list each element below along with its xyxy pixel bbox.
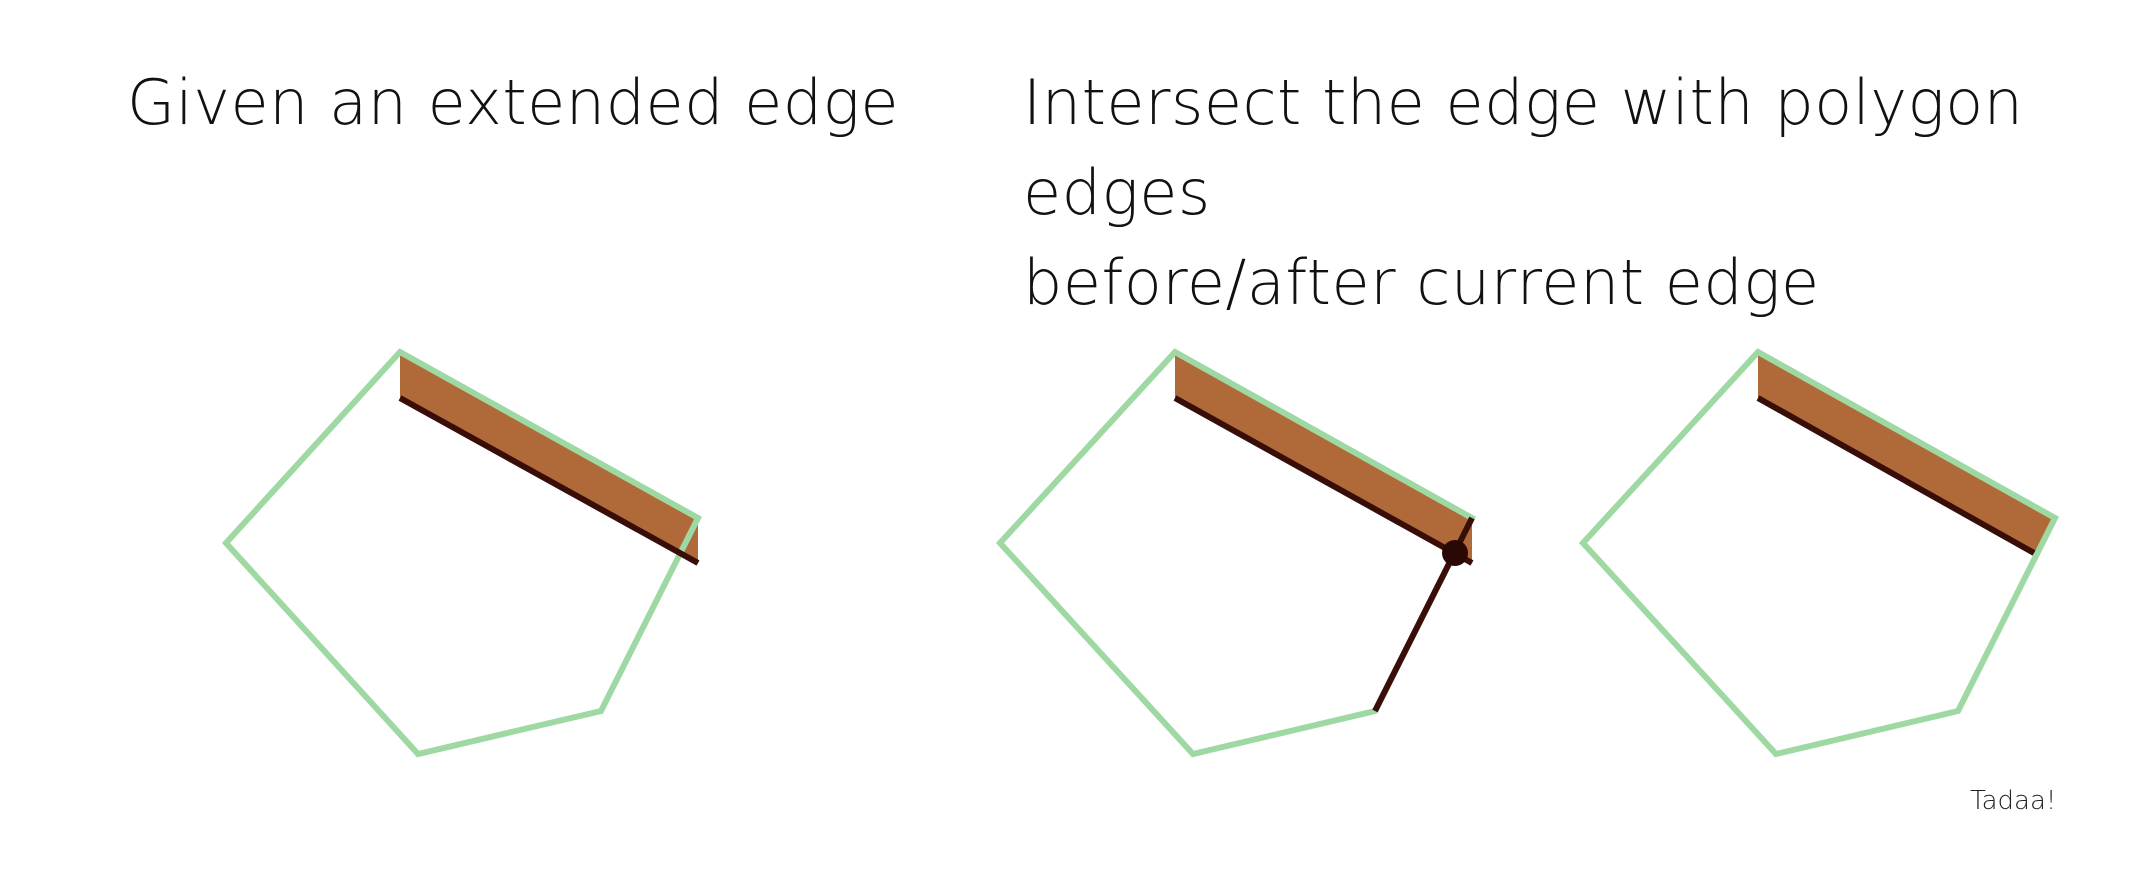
trimmed-edge-line bbox=[1756, 395, 2036, 556]
extended-edge-line bbox=[398, 395, 700, 566]
title-line-2: before/after current edge bbox=[1023, 246, 1820, 319]
polygon-outline bbox=[995, 348, 1476, 758]
panel-title-given-extended-edge: Given an extended edge bbox=[127, 58, 947, 148]
panel-intersect bbox=[995, 348, 1476, 758]
title-line-1: Intersect the edge with polygon edges bbox=[1023, 66, 2024, 229]
extended-edge-line bbox=[1173, 395, 1474, 566]
polygon-outline bbox=[1578, 348, 2059, 758]
panel-given-edge bbox=[221, 348, 702, 758]
panel-title-intersect: Intersect the edge with polygon edges be… bbox=[1023, 58, 2123, 328]
extended-edge-band bbox=[400, 352, 698, 563]
caption-tadaa: Tadaa! bbox=[1970, 786, 2057, 816]
extended-edge-band bbox=[1175, 352, 1472, 563]
polygon-outline bbox=[221, 348, 702, 758]
title-text: Given an extended edge bbox=[127, 66, 900, 139]
trimmed-edge-band bbox=[1758, 352, 2055, 553]
panel-result bbox=[1578, 348, 2059, 758]
intersection-point bbox=[1442, 540, 1468, 566]
